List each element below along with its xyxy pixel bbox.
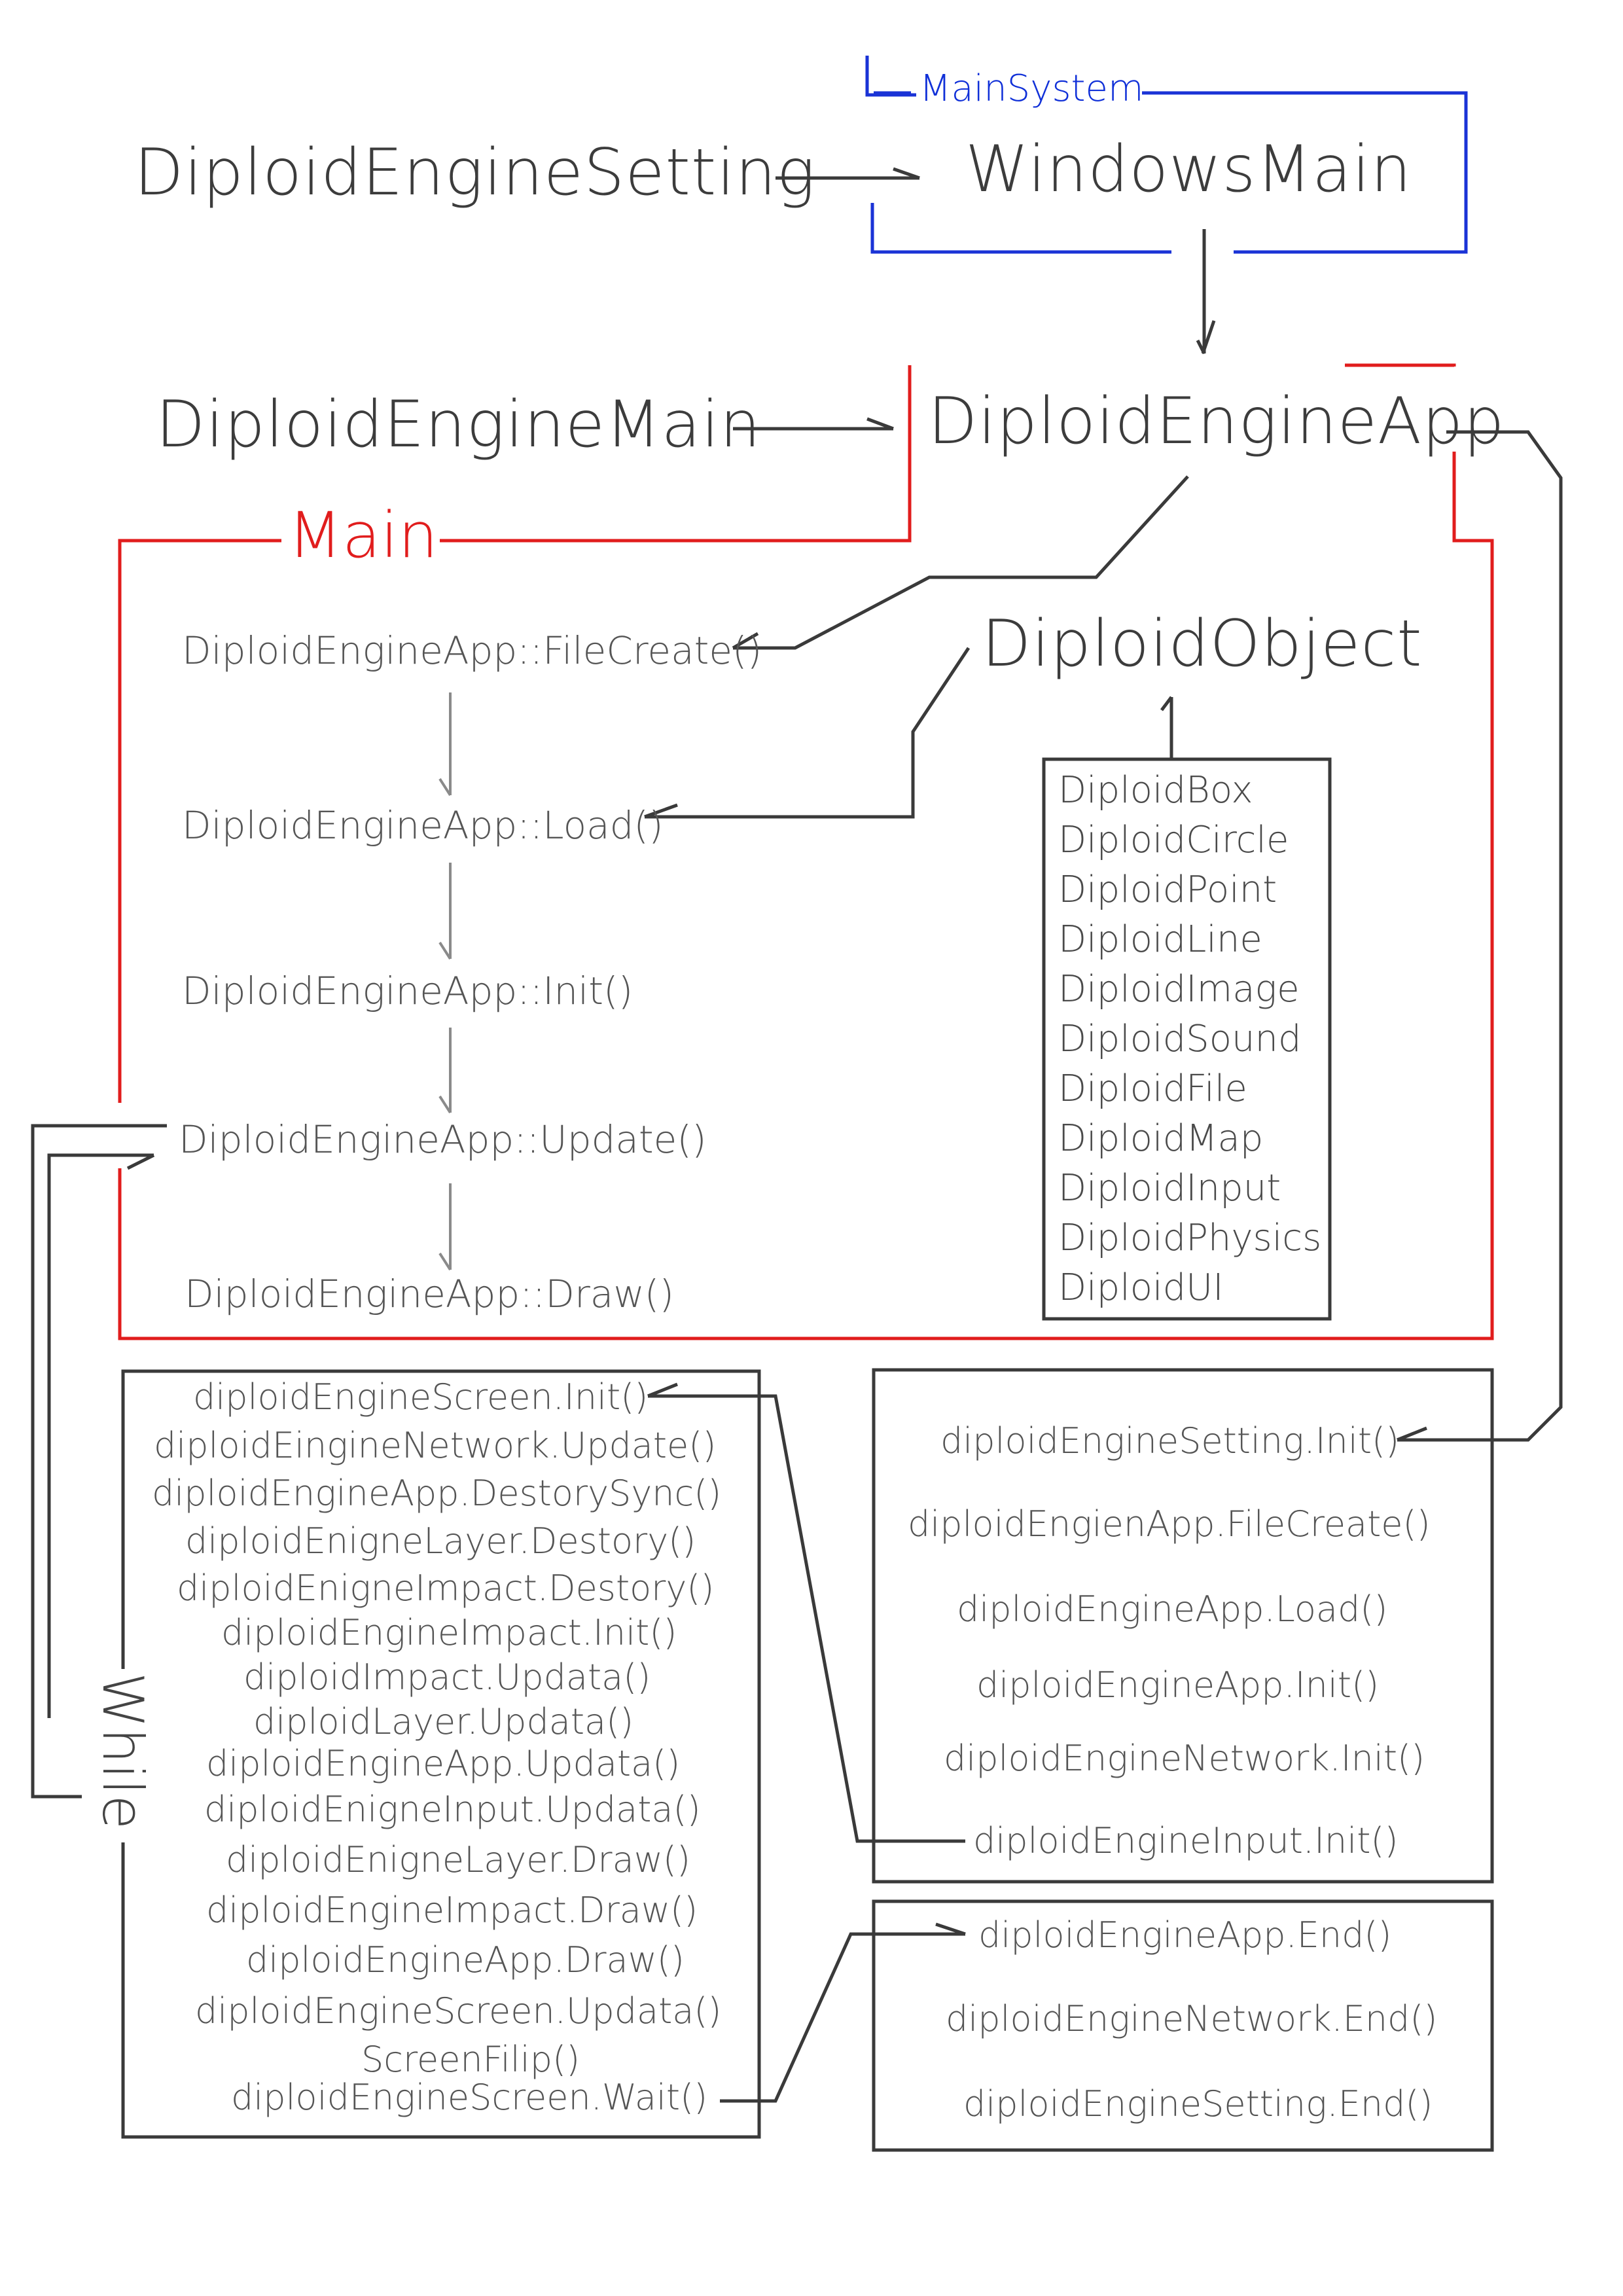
- windows-main-label: WindowsMain: [965, 132, 1412, 207]
- object-item: DiploidSound: [1058, 1018, 1302, 1060]
- chain-load-init: [438, 863, 452, 960]
- call-update: DiploidEngineApp::Update(): [179, 1117, 707, 1162]
- while-item: diploidEnigneLayer.Destory(): [185, 1520, 696, 1562]
- while-item: diploidLayer.Updata(): [253, 1701, 634, 1742]
- mainsystem-frame-top: [870, 91, 1468, 254]
- engine-main-label: DiploidEngineMain: [156, 387, 761, 462]
- end-box-frame: [872, 1899, 1494, 2152]
- call-load: DiploidEngineApp::Load(): [182, 803, 664, 848]
- while-loop-inner: [47, 1153, 155, 1718]
- object-item: DiploidCircle: [1058, 819, 1289, 861]
- end-item: diploidEngineNetwork.End(): [946, 1998, 1438, 2039]
- while-item: diploidImpact.Updata(): [243, 1657, 651, 1698]
- while-item: diploidEngineImpact.Init(): [221, 1612, 677, 1653]
- init-item: diploidEngineApp.Load(): [957, 1588, 1388, 1630]
- while-item: diploidEngineApp.Draw(): [246, 1939, 685, 1981]
- object-item: DiploidPoint: [1058, 869, 1277, 911]
- while-loop-outer: [31, 1124, 167, 1799]
- object-item: DiploidPhysics: [1058, 1217, 1322, 1259]
- chain-update-draw: [438, 1183, 452, 1271]
- arrow-app-to-settinginit: [1397, 430, 1563, 1442]
- object-item: DiploidMap: [1058, 1117, 1264, 1160]
- init-item: diploidEngienApp.FileCreate(): [908, 1503, 1431, 1545]
- call-init: DiploidEngineApp::Init(): [182, 969, 633, 1013]
- arrow-inputinit-to-screeninit: [647, 1382, 965, 1843]
- while-item: diploidEngineScreen.Wait(): [231, 2077, 708, 2118]
- arrow-app-to-filecreate: [732, 475, 1189, 650]
- while-item: diploidEngineApp.DestorySync(): [152, 1473, 722, 1514]
- init-item: diploidEngineApp.Init(): [976, 1664, 1380, 1706]
- while-box-frame: [121, 1369, 761, 2139]
- arrow-list-to-object: [1160, 696, 1173, 759]
- call-draw: DiploidEngineApp::Draw(): [185, 1272, 675, 1316]
- while-item: diploidEingineNetwork.Update(): [154, 1425, 717, 1466]
- init-box-frame: [872, 1368, 1494, 1884]
- engine-app-label: DiploidEngineApp: [928, 384, 1505, 459]
- init-item: diploidEngineInput.Init(): [973, 1820, 1399, 1861]
- mainsystem-label: MainSystem: [919, 67, 1144, 110]
- object-item: DiploidUI: [1058, 1266, 1224, 1309]
- while-item: diploidEnigneImpact.Destory(): [177, 1568, 715, 1609]
- engine-setting-label: DiploidEngineSetting: [134, 135, 816, 210]
- while-item: ScreenFilip(): [361, 2039, 580, 2080]
- arrow-windows-to-app: [1196, 229, 1216, 355]
- end-item: diploidEngineSetting.End(): [963, 2083, 1433, 2125]
- object-item: DiploidLine: [1058, 918, 1262, 961]
- init-item: diploidEngineSetting.Init(): [940, 1420, 1400, 1462]
- arrow-wait-to-end: [720, 1922, 966, 2103]
- diploid-object-title: DiploidObject: [982, 607, 1423, 681]
- while-item: diploidEngineApp.Updata(): [206, 1743, 681, 1784]
- arrow-main-to-app: [733, 417, 894, 431]
- arrow-setting-to-windows: [776, 167, 920, 180]
- arrow-object-to-load: [644, 647, 971, 819]
- object-item: DiploidBox: [1058, 769, 1253, 812]
- chain-filecreate-load: [438, 692, 452, 797]
- while-item: diploidEngineScreen.Updata(): [195, 1990, 722, 2032]
- main-frame: [118, 363, 1494, 1340]
- object-list-frame: [1042, 757, 1332, 1321]
- chain-init-update: [438, 1028, 452, 1114]
- while-item: diploidEnigneInput.Updata(): [204, 1789, 701, 1830]
- object-item: DiploidFile: [1058, 1067, 1247, 1110]
- object-item: DiploidImage: [1058, 968, 1300, 1011]
- object-item: DiploidInput: [1058, 1167, 1281, 1210]
- while-item: diploidEngineScreen.Init(): [193, 1376, 649, 1418]
- call-filecreate: DiploidEngineApp::FileCreate(): [182, 628, 762, 673]
- while-item: diploidEngineImpact.Draw(): [206, 1890, 698, 1931]
- while-item: diploidEnigneLayer.Draw(): [226, 1839, 691, 1880]
- while-label: While: [90, 1672, 155, 1830]
- init-item: diploidEngineNetwork.Init(): [944, 1738, 1425, 1779]
- mainsystem-frame: [865, 56, 916, 97]
- end-item: diploidEngineApp.End(): [978, 1914, 1392, 1956]
- main-label: Main: [288, 499, 438, 572]
